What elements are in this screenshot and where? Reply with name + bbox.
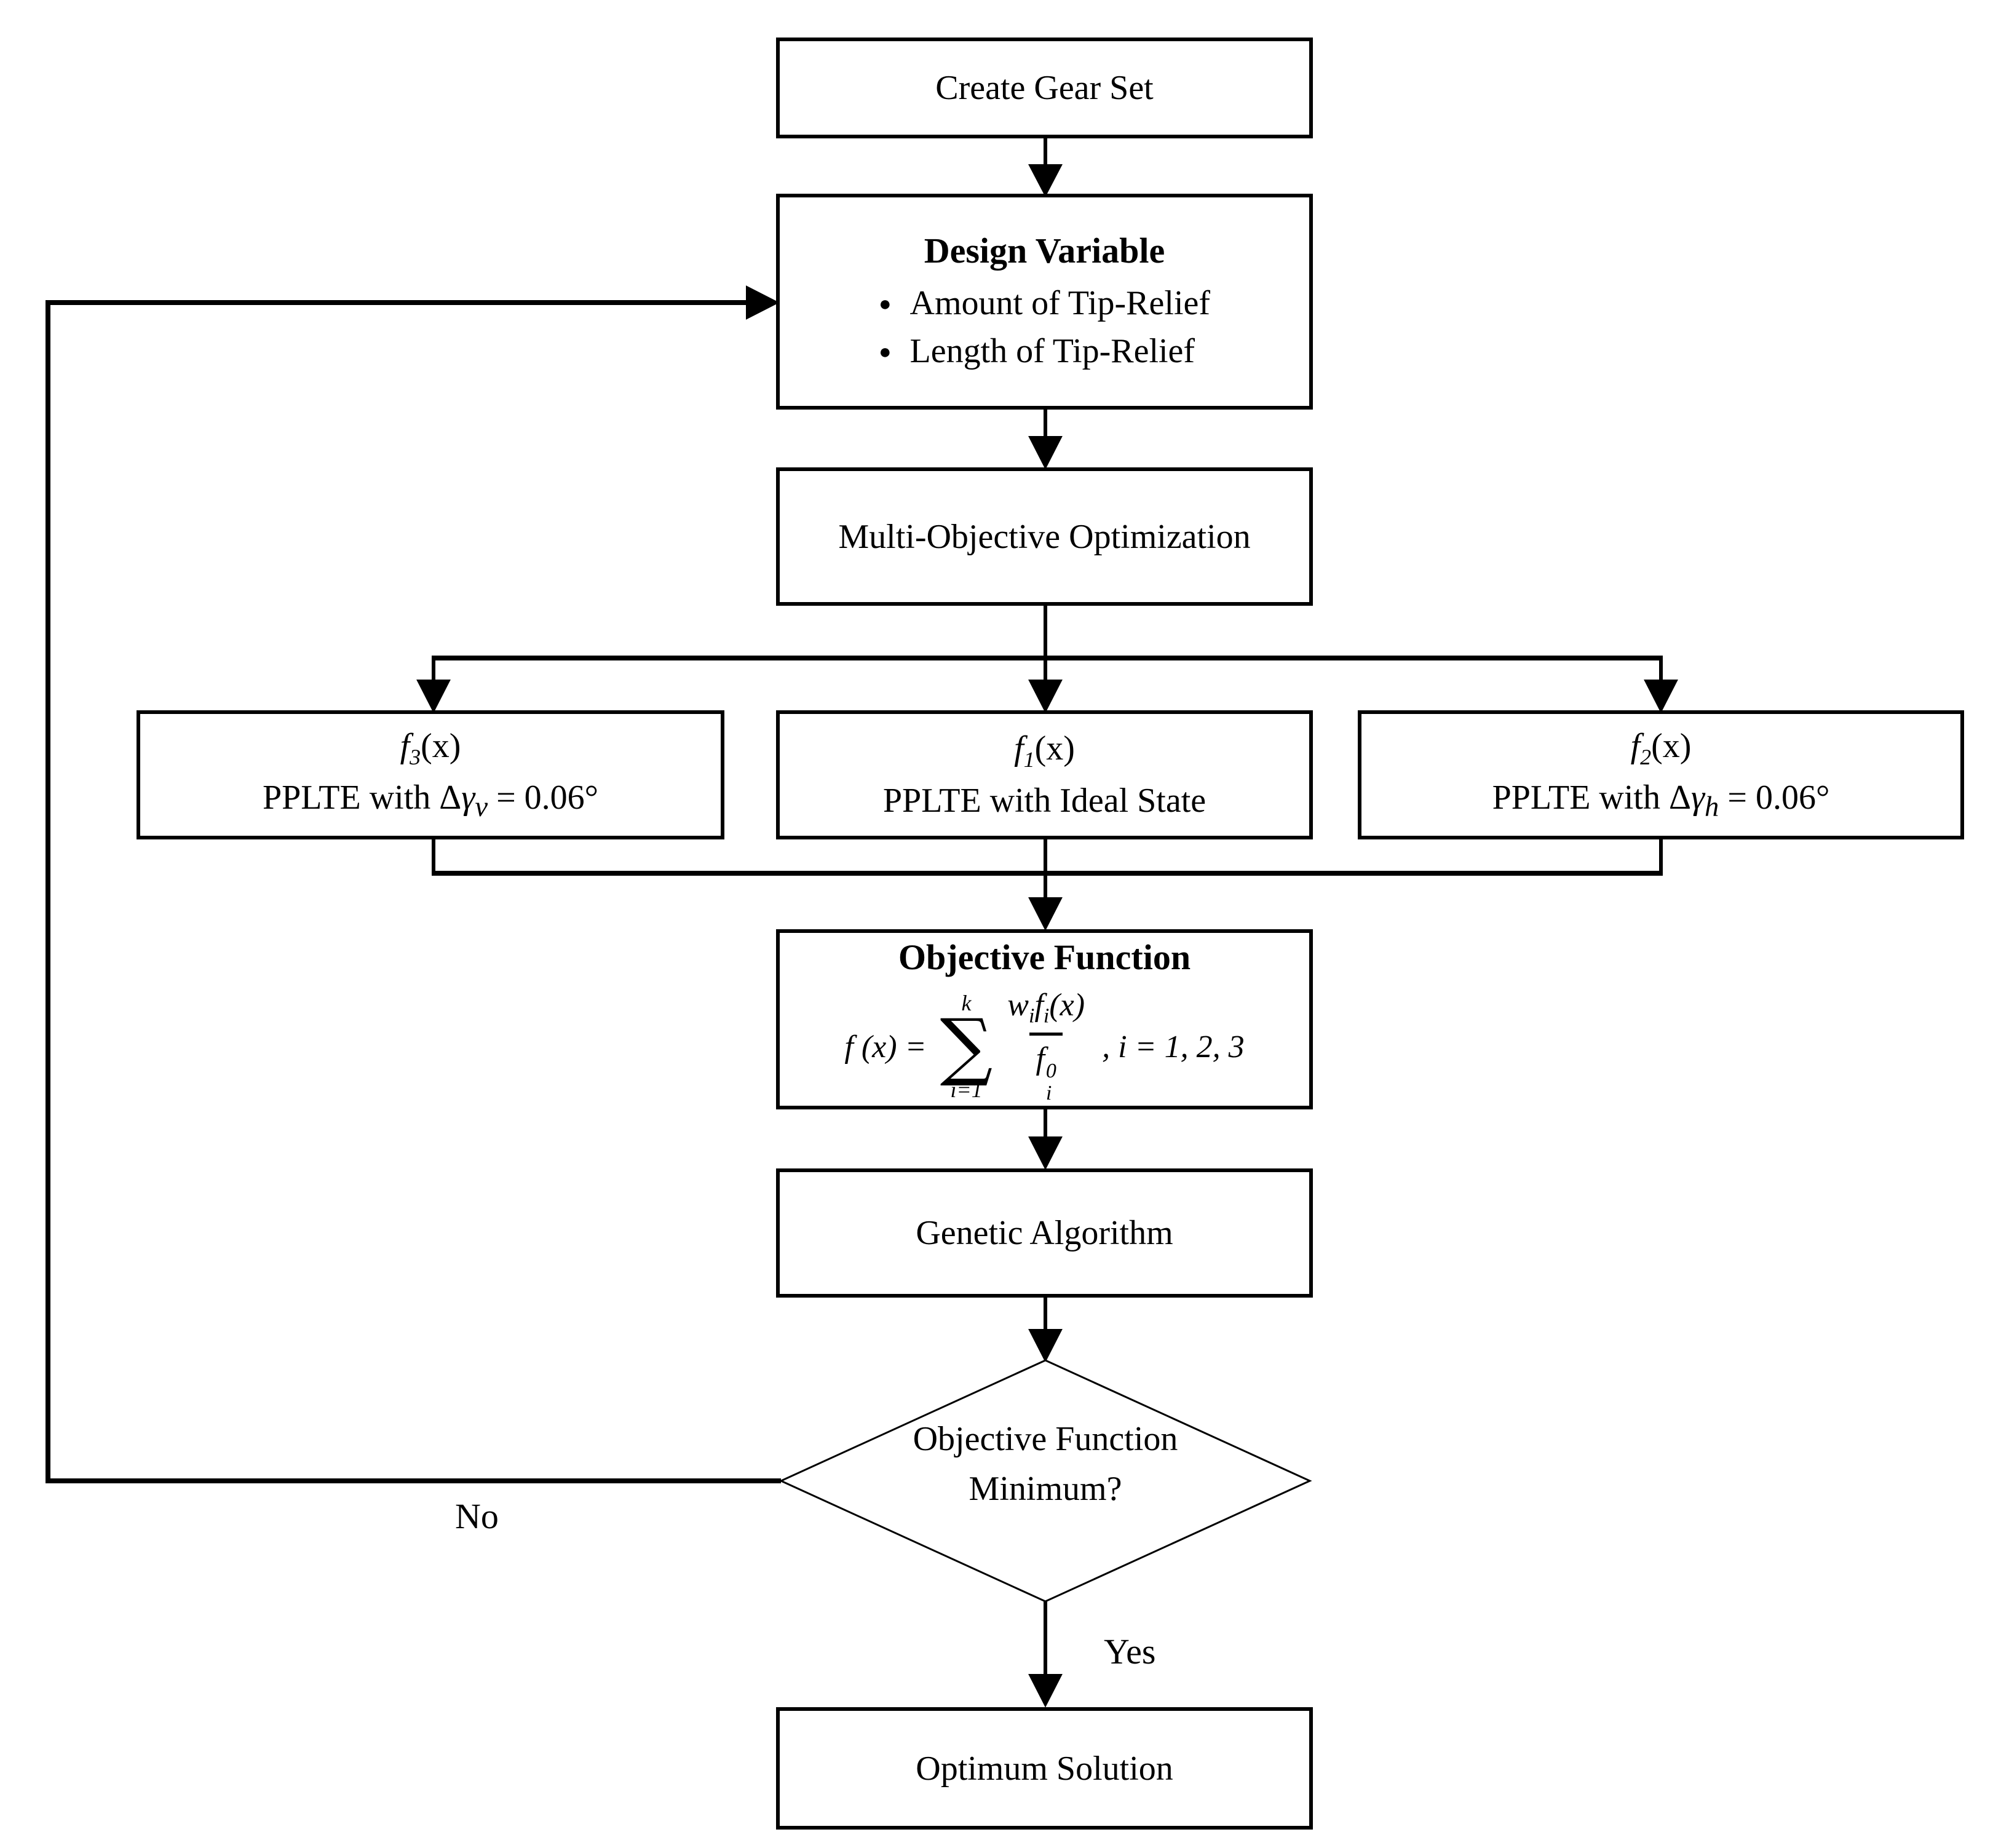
node-multi-objective-optimization: Multi-Objective Optimization bbox=[776, 467, 1313, 606]
f3-desc-pre: PPLTE with Δ bbox=[262, 779, 462, 817]
num-f-symbol: f bbox=[1034, 987, 1044, 1023]
f3-content: f3(x) PPLTE with Δγv = 0.06° bbox=[263, 721, 598, 828]
weight-symbol: w bbox=[1007, 987, 1029, 1023]
list-item: ● Length of Tip-Relief bbox=[879, 327, 1210, 375]
objective-function-title: Objective Function bbox=[898, 937, 1191, 978]
f1-subscript: 1 bbox=[1023, 747, 1035, 772]
den-superscript: 0 bbox=[1045, 1060, 1056, 1083]
optimum-solution-label: Optimum Solution bbox=[916, 1749, 1173, 1788]
no-edge-label: No bbox=[455, 1496, 499, 1536]
gamma-subscript: v bbox=[475, 791, 488, 823]
sigma-icon: ∑ bbox=[940, 1004, 993, 1090]
f2-desc-pre: PPLTE with Δ bbox=[1492, 779, 1691, 817]
arrowhead-no-loop-to-design bbox=[746, 285, 780, 320]
node-genetic-algorithm: Genetic Algorithm bbox=[776, 1168, 1313, 1298]
f1-args: (x) bbox=[1034, 729, 1075, 768]
node-optimum-solution: Optimum Solution bbox=[776, 1707, 1313, 1830]
node-f3-pplte: f3(x) PPLTE with Δγv = 0.06° bbox=[137, 710, 724, 839]
f1-content: f1(x) PPLTE with Ideal State bbox=[883, 724, 1206, 826]
design-variable-bullet-list: ● Amount of Tip-Relief ● Length of Tip-Rel… bbox=[879, 279, 1210, 376]
arrowhead-collector-to-objective bbox=[1028, 897, 1063, 931]
decision-diamond bbox=[779, 1359, 1312, 1603]
formula-tail: , i = 1, 2, 3 bbox=[1102, 1029, 1245, 1065]
sum-lower-bound: i=1 bbox=[950, 1077, 983, 1103]
yes-edge-label: Yes bbox=[1104, 1632, 1156, 1672]
fraction-numerator: wifi(x) bbox=[1001, 989, 1091, 1033]
design-variable-title: Design Variable bbox=[924, 231, 1165, 271]
f2-subscript: 2 bbox=[1640, 745, 1652, 770]
gamma-subscript: h bbox=[1705, 791, 1719, 823]
f1-description-line: PPLTE with Ideal State bbox=[883, 776, 1206, 826]
f2-desc-post: = 0.06° bbox=[1719, 779, 1830, 817]
f3-subscript: 3 bbox=[410, 745, 421, 770]
f2-symbol: f bbox=[1630, 726, 1641, 765]
summation: k ∑ i=1 bbox=[940, 991, 993, 1103]
node-f2-pplte: f2(x) PPLTE with Δγh = 0.06° bbox=[1358, 710, 1964, 839]
node-objective-function: Objective Function f (x) = k ∑ i=1 wifi(… bbox=[776, 929, 1313, 1109]
f2-content: f2(x) PPLTE with Δγh = 0.06° bbox=[1492, 721, 1830, 828]
f3-function-line: f3(x) bbox=[263, 721, 598, 773]
no-loop-line bbox=[46, 300, 781, 1483]
den-f-symbol: f bbox=[1036, 1041, 1045, 1077]
bullet-icon: ● bbox=[878, 292, 892, 315]
f3-description-line: PPLTE with Δγv = 0.06° bbox=[263, 773, 598, 828]
f3-args: (x) bbox=[421, 726, 461, 765]
arrowhead-create-to-design bbox=[1028, 164, 1063, 197]
num-f-subscript: i bbox=[1043, 1004, 1050, 1028]
arrowhead-genetic-to-decision bbox=[1028, 1329, 1063, 1363]
arrowhead-decision-to-optimum bbox=[1028, 1674, 1063, 1708]
gamma-symbol: γ bbox=[1690, 779, 1705, 817]
den-subscript: i bbox=[1045, 1081, 1052, 1104]
arrowhead-branch-to-f3 bbox=[416, 680, 451, 713]
sum-upper-bound: k bbox=[961, 990, 972, 1015]
formula-lhs: f (x) = bbox=[844, 1029, 927, 1065]
node-create-gear-set: Create Gear Set bbox=[776, 38, 1313, 138]
arrowhead-objective-to-genetic bbox=[1028, 1136, 1063, 1170]
num-args: (x) bbox=[1049, 987, 1085, 1023]
multi-objective-label: Multi-Objective Optimization bbox=[838, 517, 1251, 556]
decision-line1: Objective Function bbox=[913, 1420, 1178, 1458]
list-item: ● Amount of Tip-Relief bbox=[879, 279, 1210, 327]
f2-description-line: PPLTE with Δγh = 0.06° bbox=[1492, 773, 1830, 828]
f3-desc-post: = 0.06° bbox=[488, 779, 599, 817]
arrowhead-branch-to-f2 bbox=[1644, 680, 1678, 713]
decision-line2: Minimum? bbox=[969, 1470, 1122, 1509]
bullet-text: Length of Tip-Relief bbox=[909, 332, 1195, 371]
create-gear-set-label: Create Gear Set bbox=[935, 69, 1154, 107]
f3-symbol: f bbox=[400, 726, 410, 765]
gamma-symbol: γ bbox=[461, 779, 475, 817]
f1-symbol: f bbox=[1014, 729, 1024, 768]
decision-text: Objective Function Minimum? bbox=[781, 1414, 1310, 1514]
f1-desc-pre: PPLTE with Ideal State bbox=[882, 781, 1206, 820]
genetic-algorithm-label: Genetic Algorithm bbox=[916, 1214, 1173, 1252]
node-design-variable: Design Variable ● Amount of Tip-Relief ● L… bbox=[776, 194, 1313, 410]
f1-function-line: f1(x) bbox=[883, 724, 1206, 775]
arrowhead-design-to-multiobjective bbox=[1028, 436, 1063, 470]
bullet-text: Amount of Tip-Relief bbox=[909, 284, 1210, 322]
arrowhead-branch-to-f1 bbox=[1028, 680, 1063, 713]
f2-args: (x) bbox=[1651, 726, 1692, 765]
bullet-icon: ● bbox=[878, 341, 892, 364]
node-f1-pplte: f1(x) PPLTE with Ideal State bbox=[776, 710, 1313, 839]
weight-subscript: i bbox=[1028, 1004, 1035, 1028]
f2-function-line: f2(x) bbox=[1492, 721, 1830, 773]
